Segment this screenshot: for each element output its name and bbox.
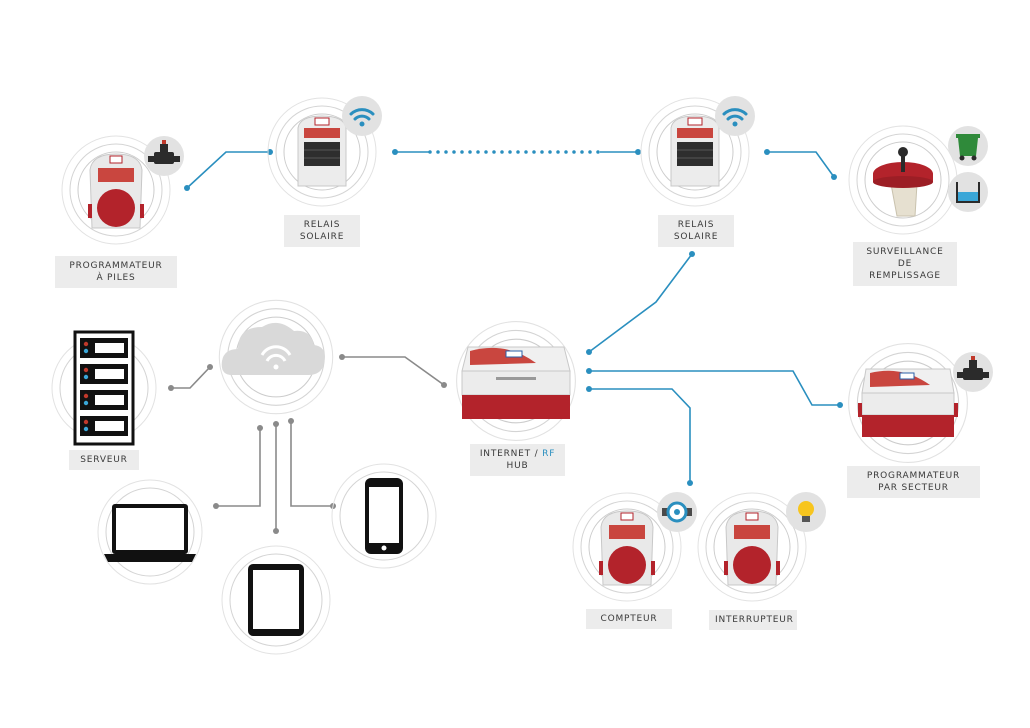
wifi-icon <box>342 96 382 136</box>
label-line: RELAIS <box>677 220 715 230</box>
wifi-icon <box>715 96 755 136</box>
hub-node <box>456 321 576 441</box>
water-meter-icon <box>657 492 697 532</box>
label-line: INTERNET / RF <box>476 448 559 460</box>
programmateur-piles-label: PROGRAMMATEUR À PILES <box>55 256 177 288</box>
label-line: À PILES <box>96 273 136 283</box>
tablet-icon <box>248 564 304 636</box>
interrupteur-node <box>697 492 807 602</box>
link-cloud-hub <box>342 356 445 386</box>
programmateur-piles-node <box>61 135 171 245</box>
tablet-node <box>221 545 331 655</box>
hub-label: INTERNET / RF HUB <box>470 444 565 476</box>
surveillance-label: SURVEILLANCE DE REMPLISSAGE <box>853 242 957 286</box>
label-line: PROGRAMMATEUR <box>866 471 961 481</box>
compteur-label: COMPTEUR <box>586 609 672 629</box>
label-line: RELAIS <box>303 220 341 230</box>
link-hub-compteur <box>589 388 691 483</box>
label-line: COMPTEUR <box>600 614 658 624</box>
smartphone-icon <box>365 478 403 554</box>
label-line: SURVEILLANCE DE <box>866 247 944 269</box>
light-bulb-icon <box>786 492 826 532</box>
connections <box>168 149 843 534</box>
programmateur-secteur-label: PROGRAMMATEUR PAR SECTEUR <box>847 466 980 498</box>
hub-label-internet: INTERNET / <box>479 449 539 459</box>
server-rack-icon <box>73 330 135 446</box>
label-line: PROGRAMMATEUR <box>69 261 163 271</box>
link-hub-relais2 <box>588 253 693 353</box>
container-icon <box>948 126 988 166</box>
link-hub-secteur <box>589 370 840 406</box>
valve-icon <box>144 136 184 176</box>
label-line: SOLAIRE <box>673 232 719 242</box>
cloud-wifi-icon <box>221 322 325 375</box>
label-line: SOLAIRE <box>299 232 345 242</box>
programmateur-secteur-node <box>848 343 968 463</box>
compteur-node <box>572 492 682 602</box>
relais-solaire-2-label: RELAIS SOLAIRE <box>658 215 734 247</box>
link-piles-relais1 <box>186 151 270 189</box>
laptop-icon <box>104 504 196 562</box>
surveillance-remplissage-node <box>848 125 958 235</box>
relais-solaire-1-label: RELAIS SOLAIRE <box>284 215 360 247</box>
label-line: PAR SECTEUR <box>878 483 949 493</box>
interrupteur-label: INTERRUPTEUR <box>709 610 797 630</box>
link-cloud-laptop <box>216 428 261 507</box>
label-line: HUB <box>506 461 529 471</box>
water-level-icon <box>948 172 988 212</box>
link-cloud-phone <box>290 421 333 507</box>
laptop-node <box>97 479 203 585</box>
phone-node <box>331 463 437 569</box>
label-line: INTERRUPTEUR <box>715 615 794 625</box>
label-line: REMPLISSAGE <box>869 271 941 281</box>
serveur-label: SERVEUR <box>69 450 139 470</box>
valve-icon <box>953 352 993 392</box>
label-line: SERVEUR <box>80 455 128 465</box>
link-serveur-cloud <box>171 366 211 389</box>
link-relais2-surveillance <box>767 151 835 178</box>
hub-label-rf: RF <box>542 449 556 459</box>
